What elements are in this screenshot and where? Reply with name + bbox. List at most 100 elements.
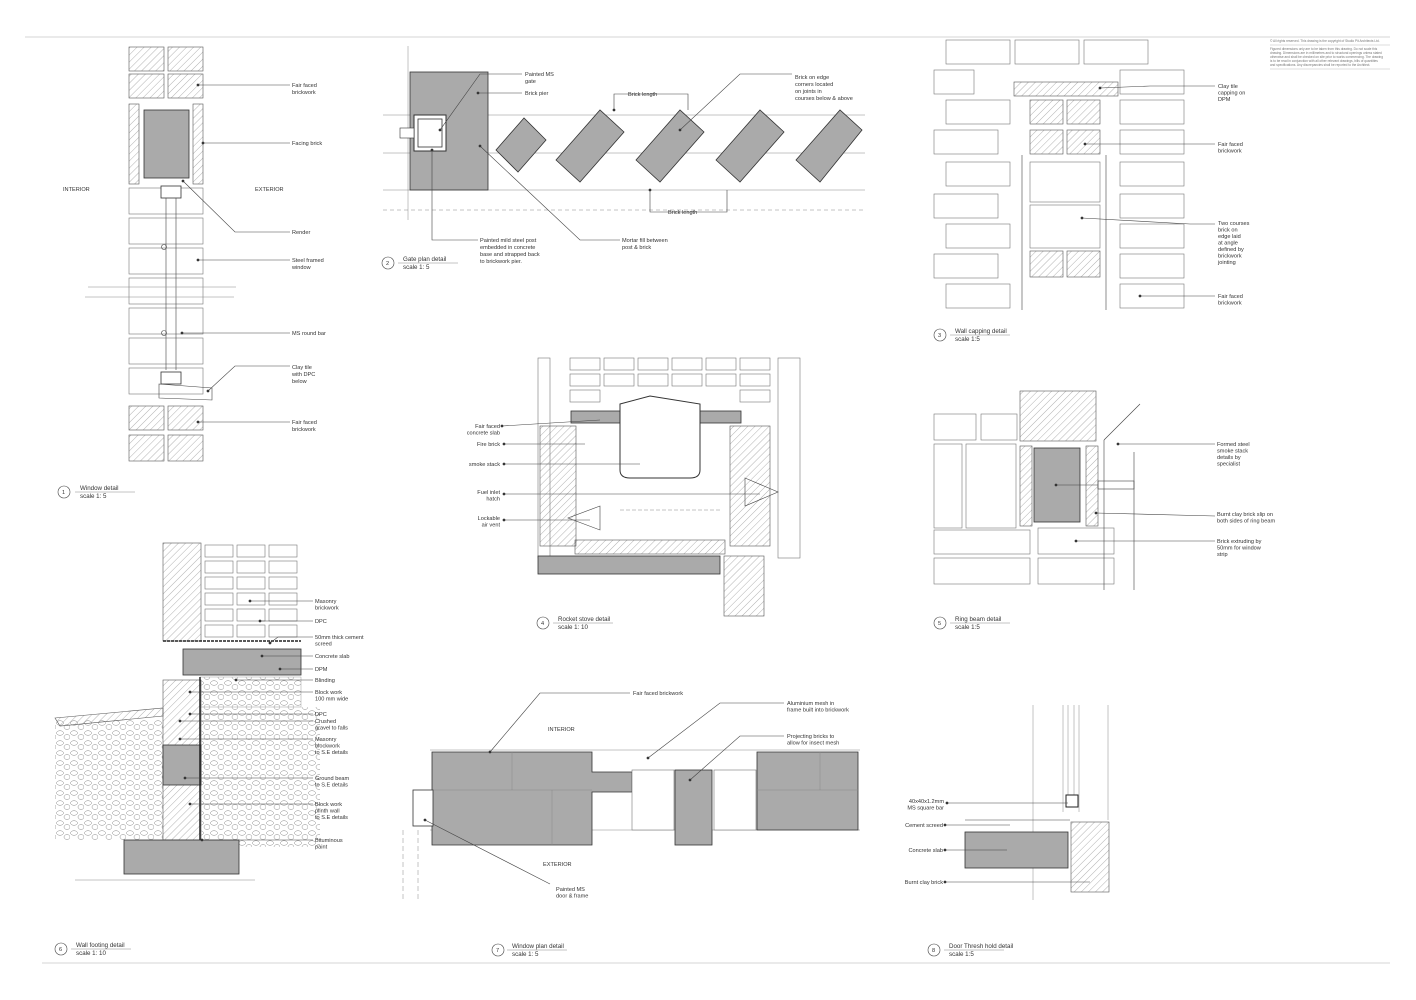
callout-label: Blinding [315, 678, 335, 684]
leader-dot [178, 737, 182, 741]
callout-label: specialist [1217, 462, 1240, 468]
callout-label: MS square bar [907, 806, 944, 812]
leader-dot [502, 492, 506, 496]
callout-label: Lockable [478, 516, 500, 522]
leader-dot [278, 667, 282, 671]
svg-text:Render: Render [292, 230, 310, 236]
leader-dot [648, 188, 652, 192]
callout-label: Fair faced [292, 83, 317, 89]
callout-label: brickwork [292, 90, 316, 96]
detail-6-footing-drawing [54, 542, 320, 881]
detail-3-capping-drawing [933, 39, 1215, 310]
detail-scale: scale 1: 5 [80, 493, 107, 500]
callout-label: Cement screed [905, 823, 943, 829]
callout-label: Fair faced [1218, 294, 1243, 300]
detail-title: Window plan detail [512, 943, 564, 950]
callout-label: DPM [1218, 97, 1231, 103]
callout-label: gravel to falls [315, 726, 348, 732]
leader-dot [234, 678, 238, 682]
callout-label: details by [1217, 455, 1241, 461]
callout-label: Masonry [315, 599, 337, 605]
detail-7-title-block: 7 Window plan detail scale 1: 5 [491, 943, 567, 958]
callout-label: 2 [386, 261, 389, 267]
callout-label: screed [315, 642, 332, 648]
detail-8-threshold-drawing [943, 705, 1110, 900]
callout-label: Masonry [315, 737, 337, 743]
general-note-line: otherwise and shall be checked on site p… [1270, 55, 1383, 59]
callout-label: Clay tile [1218, 84, 1238, 90]
callout-label: defined by [1218, 247, 1244, 253]
callout-label: MS round bar [292, 331, 326, 337]
callout-label: 40x40x1.2mm [909, 799, 944, 805]
leader-dot [196, 420, 200, 424]
callout-label: Steel framed [292, 258, 324, 264]
leader-dot [260, 654, 264, 658]
detail-7-labels: INTERIOR EXTERIOR Fair faced brickwork A… [543, 691, 849, 900]
leader-dot [1080, 216, 1084, 220]
leader-dot [945, 801, 949, 805]
callout-label: Brick extruding by [1217, 539, 1262, 545]
callout-label: smoke stack [469, 462, 500, 468]
callout-label: 1 [62, 490, 65, 496]
callout-label: Burnt clay brick [905, 880, 943, 886]
detail-title: Gate plan detail [403, 256, 446, 263]
leader-dot [188, 802, 192, 806]
leader-dot [500, 424, 504, 428]
svg-text:MS round bar: MS round bar [292, 331, 326, 337]
callout-label: Block work [315, 690, 342, 696]
callout-label: frame built into brickwork [787, 708, 849, 714]
general-note-line: and specifications. Any discrepancies sh… [1270, 63, 1370, 67]
svg-text:DPC: DPC [315, 712, 327, 718]
leader-dot [1074, 539, 1078, 543]
callout-label: Block work [315, 802, 342, 808]
callout-label: DPC [315, 712, 327, 718]
detail-3-title-block: 3 Wall capping detail scale 1:5 [933, 328, 1010, 343]
callout-label: Painted MS [556, 887, 585, 893]
svg-text:DPM: DPM [315, 667, 328, 673]
svg-text:Brick pier: Brick pier [525, 91, 548, 97]
leader-dot [678, 128, 682, 132]
detail-scale: scale 1: 5 [512, 951, 539, 958]
callout-label: 8 [932, 948, 935, 954]
callout-label: on joints in [795, 89, 822, 95]
leader-dot [248, 599, 252, 603]
leader-dot [943, 848, 947, 852]
leader-dot [688, 778, 692, 782]
callout-label: 7 [496, 948, 499, 954]
svg-text:Burnt clay brick: Burnt clay brick [905, 880, 943, 886]
callout-label: Mortar fill between [622, 238, 668, 244]
callout-label: 3 [938, 333, 941, 339]
detail-title: Rocket stove detail [558, 616, 610, 623]
detail-scale: scale 1: 5 [403, 264, 430, 271]
detail-7-windowplan-drawing [402, 692, 860, 900]
callout-label: Brick length [668, 210, 697, 216]
callout-label: Aluminium mesh in [787, 701, 834, 707]
callout-label: Fair faced [292, 420, 317, 426]
callout-label: Fuel inlet [477, 490, 500, 496]
detail-1-title-block: 1 Window detail scale 1: 5 [57, 485, 135, 500]
callout-label: 5 [938, 621, 941, 627]
callout-label: Two courses [1218, 221, 1250, 227]
detail-scale: scale 1: 10 [76, 950, 106, 957]
svg-text:DPC: DPC [315, 619, 327, 625]
